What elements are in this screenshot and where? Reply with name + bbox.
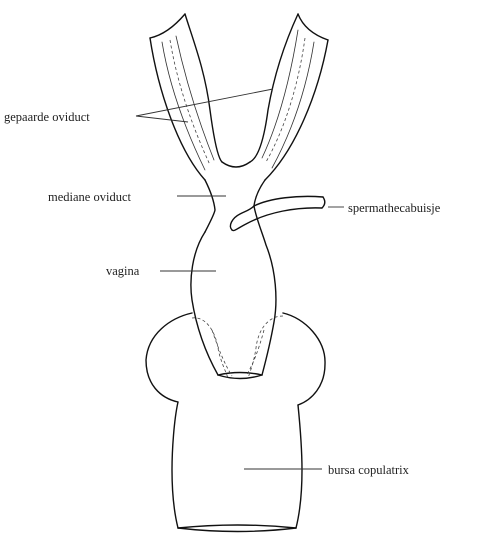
label-paired-oviduct: gepaarde oviduct [4,89,273,124]
bursa-copulatrix-label: bursa copulatrix [328,463,410,477]
label-bursa-copulatrix: bursa copulatrix [244,463,410,477]
median-oviduct-label: mediane oviduct [48,190,131,204]
paired-oviduct-label: gepaarde oviduct [4,110,90,124]
label-median-oviduct: mediane oviduct [48,190,226,204]
vagina-shape [191,206,276,379]
label-vagina: vagina [106,264,216,278]
paired-oviduct-shape [150,14,328,180]
spermatheca-duct-label: spermathecabuisje [348,201,441,215]
median-oviduct-shape [205,180,265,232]
bursa-copulatrix-shape [146,313,325,532]
vagina-label: vagina [106,264,140,278]
spermatheca-duct-shape [230,196,324,230]
label-spermatheca-duct: spermathecabuisje [328,201,441,215]
